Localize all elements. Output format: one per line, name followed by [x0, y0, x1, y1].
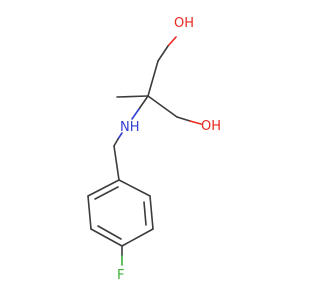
atom-label-oh-right: OH: [201, 119, 221, 134]
bond-cb-ring: [113, 145, 120, 181]
bond-cq-n-b: [131, 108, 140, 120]
bond-n-cb: [117, 132, 123, 140]
ring-bond-4: [90, 228, 123, 247]
molecule-diagram: OH OH NH F: [87, 16, 221, 283]
ring-bond-5: [87, 195, 92, 230]
ring-bond-2: [149, 195, 154, 230]
bond-c2-o2-b: [189, 120, 202, 125]
atom-label-f: F: [117, 268, 124, 283]
bond-o1-c1: [167, 36, 177, 47]
bond-n-cb-b: [113, 138, 119, 147]
bond-o1-c1-b: [157, 45, 169, 62]
atom-label-group: OH OH NH F: [117, 16, 221, 283]
bond-c2-o2: [176, 116, 191, 122]
ring-bond-4-inner: [97, 225, 122, 240]
ring-bond-2-inner: [143, 201, 147, 226]
structure-canvas: OH OH NH F: [87, 16, 221, 283]
atom-label-oh-top: OH: [174, 16, 194, 31]
ring-bond-6-inner: [94, 186, 119, 200]
bond-cq-n: [138, 95, 149, 110]
bond-group: [87, 36, 202, 266]
ring-bond-6: [87, 179, 120, 197]
ring-bond-3: [121, 228, 154, 247]
atom-label-nh: NH: [120, 120, 140, 135]
ring-bond-1: [118, 179, 151, 197]
bond-cq-c2: [147, 95, 178, 118]
bond-c1-cq: [147, 60, 159, 97]
bond-cq-me: [116, 95, 149, 98]
